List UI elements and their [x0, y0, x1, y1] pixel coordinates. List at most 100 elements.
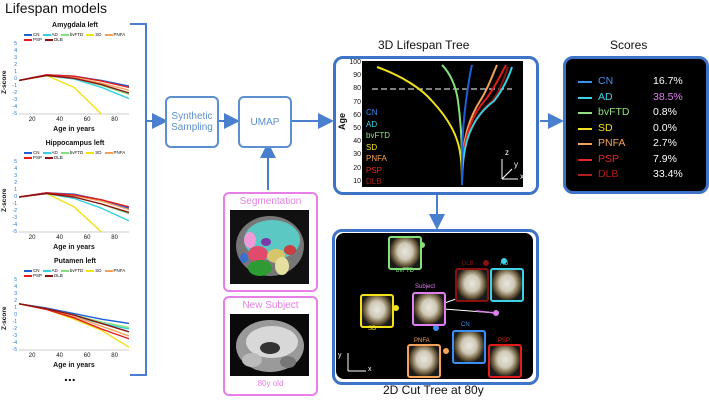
legend-entry: CN [24, 268, 40, 273]
score-value-pnfa: 2.7% [653, 137, 677, 149]
series-line-dlb [19, 74, 129, 94]
chart-title: Hippocampus left [45, 140, 105, 147]
y-tick-label: -4 [12, 104, 17, 110]
cut-thumb-ad [490, 268, 524, 302]
segmentation-label: Segmentation [239, 196, 302, 207]
y-tick-label: -2 [12, 90, 17, 96]
chart-plot [19, 192, 129, 233]
score-label-cn: CN [598, 75, 614, 87]
score-value-psp: 7.9% [653, 152, 677, 165]
y-tick-label: 0 [14, 194, 17, 200]
score-swatch [578, 96, 592, 99]
y-tick-label: 1 [14, 187, 17, 193]
cut-label-sd: SD [368, 326, 377, 332]
x-tick-label: 60 [83, 235, 91, 241]
x-tick-label: 80 [111, 117, 118, 123]
y-tick-label: 4 [14, 284, 17, 290]
score-swatch [578, 174, 592, 176]
cut-axis-x: x [368, 366, 372, 373]
legend-entry: PSP [24, 155, 42, 160]
y-tick-label: 2 [14, 62, 17, 68]
score-value-ad: 38.5% [653, 90, 683, 103]
series-line-dlb [19, 192, 129, 214]
score-label-sd: SD [598, 121, 613, 134]
tree-y-tick-label: 100 [349, 59, 361, 66]
tree-y-tick-label: 10 [353, 177, 361, 185]
x-tick-label: 20 [28, 117, 36, 123]
y-tick-label: 4 [14, 166, 17, 172]
y-tick-label: -3 [12, 333, 17, 339]
y-tick-label: 3 [14, 173, 17, 179]
cut-thumb-sd [360, 294, 394, 328]
tree-y-tick-label: 70 [353, 98, 361, 106]
legend-entry: SD [86, 150, 102, 155]
new-subject-label: New Subject [242, 300, 299, 311]
x-tick-label: 40 [56, 117, 63, 123]
y-tick-label: -1 [12, 83, 17, 89]
legend-entry: DLB [45, 37, 63, 42]
y-tick-label: -1 [12, 319, 17, 325]
x-tick-label: 20 [28, 353, 36, 359]
y-tick-label: -3 [12, 215, 17, 221]
x-tick-label: 40 [56, 235, 63, 241]
score-value-cn: 16.7% [653, 75, 683, 87]
cut-thumb-subject [412, 292, 446, 326]
cut-label-dlb: DLB [462, 261, 474, 267]
tree-y-tick-label: 20 [353, 164, 361, 172]
tree-y-tick-label: 60 [353, 111, 361, 119]
cut-tree-title: 2D Cut Tree at 80y [383, 383, 484, 397]
legend-entry: PNFA [104, 150, 125, 155]
y-tick-label: -5 [12, 111, 17, 117]
synthetic-sampling-label: Synthetic Sampling [171, 111, 213, 133]
x-tick-label: 40 [56, 353, 63, 359]
score-swatch [578, 112, 592, 114]
score-label-pnfa: PNFA [598, 137, 626, 149]
y-tick-label: 0 [14, 76, 17, 82]
score-label-dlb: DLB [598, 168, 619, 180]
chart-xlabel: Age in years [53, 126, 95, 133]
tree-legend-ad: AD [366, 119, 378, 129]
tree-3d-ylabel: Age [337, 112, 347, 130]
umap-label: UMAP [250, 116, 280, 128]
cut-label-pnfa: PNFA [414, 338, 430, 344]
legend-entry: CN [24, 150, 40, 155]
scores-title: Scores [610, 38, 648, 52]
tree-y-tick-label: 50 [353, 125, 361, 132]
score-label-ad: AD [598, 90, 613, 103]
y-tick-label: -2 [12, 326, 17, 332]
legend-entry: AD [42, 268, 58, 273]
umap-box: UMAP [238, 96, 292, 148]
legend-entry: AD [42, 32, 58, 37]
y-tick-label: 0 [14, 312, 17, 318]
tree-legend-cn: CN [366, 108, 378, 117]
tree-legend-sd: SD [366, 142, 378, 152]
legend-entry: bvFTD [60, 32, 83, 37]
chart-plot [19, 303, 129, 351]
score-label-bvftd: bvFTD [598, 106, 630, 118]
y-tick-label: 1 [14, 305, 17, 311]
y-tick-label: -5 [12, 229, 17, 235]
tree-y-tick-label: 40 [353, 138, 361, 146]
score-label-psp: PSP [598, 152, 620, 165]
y-tick-label: 5 [14, 159, 17, 165]
y-tick-label: -5 [12, 347, 17, 353]
tree-axis-z: z [505, 148, 509, 157]
chart-title: Putamen left [53, 258, 96, 265]
series-line-dlb [19, 303, 129, 333]
legend-entry: PNFA [104, 32, 125, 37]
tree-axis-y: y [514, 160, 518, 169]
score-value-sd: 0.0% [653, 121, 677, 134]
new-subject-brain-image [230, 314, 309, 376]
cut-axis-y: y [338, 352, 342, 359]
tree-legend-dlb: DLB [366, 177, 382, 186]
lifespan-bracket [130, 23, 147, 376]
y-tick-label: -2 [12, 208, 17, 214]
legend-entry: CN [24, 32, 40, 37]
tree-3d-title: 3D Lifespan Tree [378, 38, 470, 52]
chart-xlabel: Age in years [53, 362, 95, 369]
x-tick-label: 80 [111, 235, 118, 241]
legend-entry: DLB [45, 273, 63, 278]
tree-axis-x: x [520, 172, 524, 181]
